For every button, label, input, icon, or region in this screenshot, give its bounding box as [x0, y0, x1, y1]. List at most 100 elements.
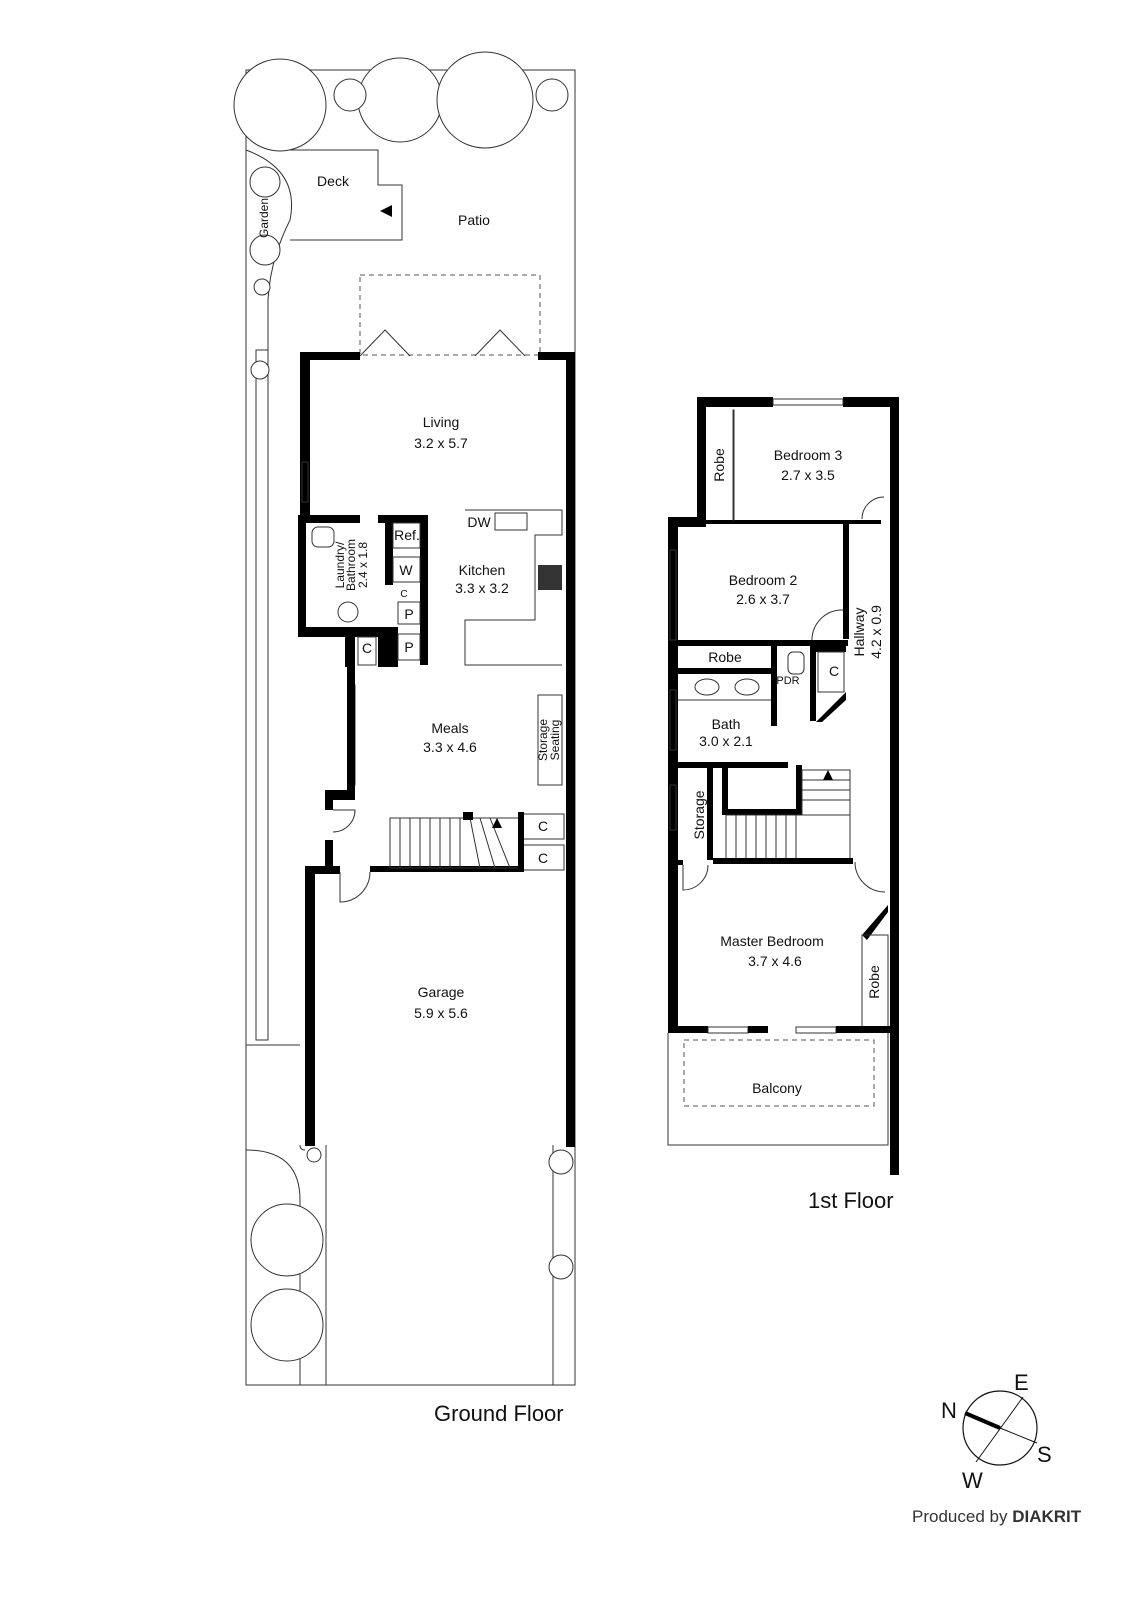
shrub-icon: [249, 166, 281, 198]
room-label-patio: Patio: [458, 212, 490, 228]
room-label-laundry: Laundry/: [333, 541, 347, 588]
room-label-deck: Deck: [317, 173, 350, 189]
door-swing: [854, 861, 886, 893]
label-p: P: [404, 639, 413, 655]
window: [301, 461, 309, 503]
label-robe: Robe: [866, 965, 882, 999]
room-label-meals: Meals: [431, 720, 468, 736]
room-label-balcony: Balcony: [752, 1080, 802, 1096]
label-w: W: [399, 562, 413, 578]
door-swing: [682, 864, 709, 891]
shrub-icon: [250, 360, 270, 380]
pergola-outline: [359, 274, 541, 356]
cooktop-icon: [538, 565, 562, 590]
room-label-hallway: Hallway: [851, 607, 867, 656]
tree-icon: [436, 51, 534, 149]
room-size-meals: 3.3 x 4.6: [423, 739, 477, 755]
room-label-garden: Garden: [257, 198, 271, 238]
credit-brand-logo: DIAKRIT: [1012, 1507, 1082, 1526]
shrub-icon: [548, 1149, 574, 1175]
credit-prefix: Produced by: [912, 1507, 1012, 1526]
label-robe: Robe: [711, 448, 727, 482]
garden-bed: [245, 149, 292, 350]
label-c: C: [829, 663, 839, 679]
balcony-outline: [667, 1033, 889, 1146]
basin-icon: [734, 678, 760, 696]
room-label-kitchen: Kitchen: [459, 562, 506, 578]
label-dw: DW: [467, 514, 491, 530]
ground-floor-title: Ground Floor: [434, 1401, 564, 1426]
label-seating: Seating: [548, 720, 562, 761]
door-swing: [339, 871, 371, 903]
shrub-icon: [535, 78, 569, 112]
step-arrow-icon: [380, 205, 392, 217]
basin-icon: [694, 678, 720, 696]
room-label-master-bedroom: Master Bedroom: [720, 933, 823, 949]
window: [669, 784, 677, 831]
room-label-bedroom-3: Bedroom 3: [774, 447, 843, 463]
shrub-icon: [249, 234, 281, 266]
lot-boundary: [245, 69, 576, 1386]
sink-icon: [494, 512, 528, 531]
label-storage: Storage: [691, 790, 707, 839]
tree-icon: [250, 1203, 324, 1277]
tree-icon: [250, 1288, 324, 1362]
shrub-icon: [333, 78, 367, 112]
stair-arrow-icon: [823, 770, 833, 780]
room-size-bedroom-2: 2.6 x 3.7: [736, 591, 790, 607]
shrub-icon: [548, 1254, 574, 1280]
first-floor-plan: Bedroom 3 2.7 x 3.5 Robe Bedroom 2 2.6 x…: [667, 397, 899, 1213]
label-pdr: PDR: [776, 675, 799, 687]
tree-icon: [357, 57, 443, 143]
label-ref: Ref.: [394, 527, 420, 543]
room-size-laundry: 2.4 x 1.8: [356, 542, 370, 588]
room-size-hallway: 4.2 x 0.9: [868, 605, 884, 659]
room-label-bathroom: Bathroom: [344, 539, 358, 591]
compass-icon: N E S W: [941, 1370, 1052, 1493]
bifold-door: [359, 329, 526, 357]
tree-icon: [233, 58, 327, 152]
kitchen-bench: [464, 509, 563, 666]
window: [772, 398, 844, 406]
window: [795, 1026, 837, 1034]
room-label-bath: Bath: [712, 716, 741, 732]
door-swing: [332, 809, 356, 833]
credit: Produced by DIAKRIT: [912, 1507, 1082, 1526]
room-size-master-bedroom: 3.7 x 4.6: [748, 953, 802, 969]
room-size-bedroom-3: 2.7 x 3.5: [781, 467, 835, 483]
window: [669, 689, 677, 751]
staircase: [725, 769, 851, 861]
window: [707, 1026, 749, 1034]
side-path: [255, 349, 269, 1041]
basin-icon: [337, 601, 359, 623]
label-c: C: [362, 640, 372, 656]
room-size-kitchen: 3.3 x 3.2: [455, 580, 509, 596]
room-label-living: Living: [423, 414, 460, 430]
shrub-icon: [306, 1147, 322, 1163]
label-c: C: [400, 589, 407, 600]
label-robe: Robe: [708, 649, 742, 665]
compass-s: S: [1037, 1442, 1052, 1467]
first-floor-title: 1st Floor: [808, 1188, 894, 1213]
stair-arrow-icon: [492, 818, 502, 828]
compass-n: N: [941, 1398, 957, 1423]
compass-w: W: [962, 1468, 983, 1493]
label-p: P: [404, 606, 413, 622]
window: [669, 549, 677, 641]
shrub-icon: [253, 278, 271, 296]
label-c: C: [538, 818, 548, 834]
room-size-garage: 5.9 x 5.6: [414, 1005, 468, 1021]
room-size-bath: 3.0 x 2.1: [699, 733, 753, 749]
storage-seating: [537, 694, 563, 786]
ground-floor-plan: Deck Patio Garden Living 3.2 x 5.7 Laund…: [233, 51, 576, 1426]
room-label-bedroom-2: Bedroom 2: [729, 572, 798, 588]
door-swing: [811, 609, 844, 641]
toilet-icon: [787, 651, 805, 675]
deck-outline: [290, 149, 403, 241]
label-c: C: [538, 850, 548, 866]
room-label-garage: Garage: [418, 984, 465, 1000]
compass-e: E: [1014, 1370, 1029, 1395]
label-storage: Storage: [536, 719, 550, 761]
room-size-living: 3.2 x 5.7: [414, 435, 468, 451]
